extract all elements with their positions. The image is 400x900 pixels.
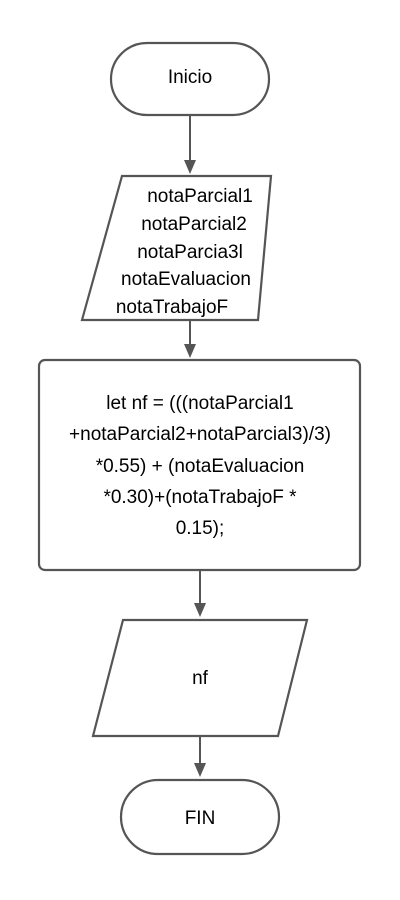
arrowhead [194, 763, 206, 777]
process-line-1: let nf = (((notaParcial1 [106, 393, 293, 414]
process-line-5: 0.15); [176, 518, 225, 539]
connector-input-to-process [184, 320, 196, 358]
arrowhead [184, 160, 196, 174]
connector-start-to-input [184, 115, 196, 174]
connector-process-to-output [194, 570, 206, 617]
end-label: FIN [185, 808, 216, 829]
arrowhead [184, 344, 196, 358]
process-node: let nf = (((notaParcial1 +notaParcial2+n… [37, 358, 362, 572]
input-node: notaParcial1 notaParcial2 notaParcia3l n… [80, 174, 273, 322]
input-line-2: notaParcial2 [141, 214, 247, 235]
input-line-4: notaEvaluacion [121, 269, 251, 290]
arrowhead [194, 603, 206, 617]
connector-output-to-end [194, 736, 206, 777]
output-parallelogram-shape [91, 618, 309, 738]
end-node: FIN [119, 778, 281, 856]
end-terminator-shape [119, 778, 281, 856]
start-node: Inicio [109, 41, 271, 117]
input-parallelogram-shape [80, 174, 273, 322]
output-node: nf [91, 618, 309, 738]
input-line-5: notaTrabajoF [116, 297, 228, 318]
input-line-3: notaParcia3l [137, 242, 243, 263]
process-line-3: *0.55) + (notaEvaluacion [96, 456, 305, 477]
process-line-4: *0.30)+(notaTrabajoF * [103, 487, 297, 508]
start-label: Inicio [168, 67, 212, 88]
process-line-2: +notaParcial2+notaParcial3)/3) [69, 424, 331, 445]
input-line-1: notaParcial1 [147, 186, 253, 207]
output-label: nf [192, 668, 209, 689]
